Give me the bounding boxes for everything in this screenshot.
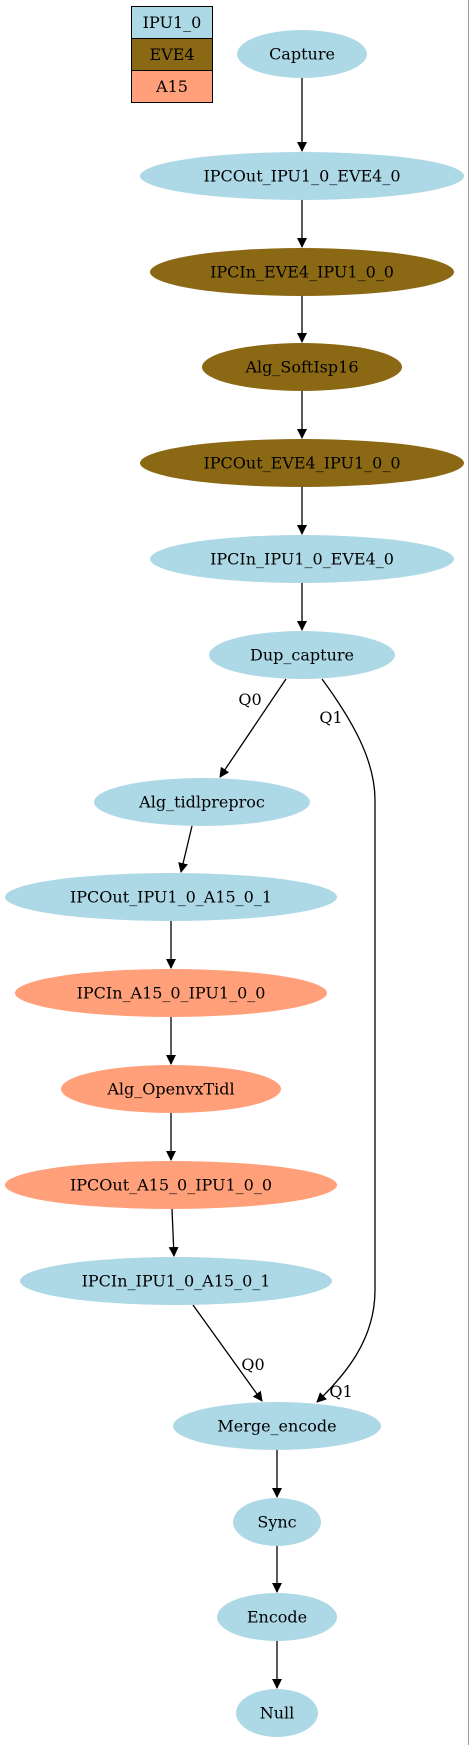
edge-ipcout-a15-ipu-to-ipcin-ipu-a15 — [168, 1208, 179, 1257]
node-label: IPCOut_A15_0_IPU1_0_0 — [70, 1176, 272, 1195]
node-ipcout-ipu-a15: IPCOut_IPU1_0_A15_0_1 — [5, 873, 337, 921]
node-alg-tidlpreproc: Alg_tidlpreproc — [94, 778, 310, 826]
node-label: Encode — [247, 1608, 307, 1627]
node-ipcin-ipu-a15: IPCIn_IPU1_0_A15_0_1 — [20, 1257, 332, 1305]
node-label: Alg_SoftIsp16 — [245, 358, 359, 377]
node-shape — [217, 1593, 337, 1641]
node-shape — [233, 1498, 321, 1546]
node-alg-openvxtidl: Alg_OpenvxTidl — [61, 1065, 281, 1113]
node-alg-softisp: Alg_SoftIsp16 — [202, 343, 402, 391]
node-shape — [209, 631, 395, 679]
node-shape — [15, 969, 327, 1017]
node-capture: Capture — [237, 30, 367, 78]
node-ipcout-a15-ipu: IPCOut_A15_0_IPU1_0_0 — [5, 1161, 337, 1209]
node-sync: Sync — [233, 1498, 321, 1546]
edge-label: Q0 — [241, 1355, 264, 1374]
node-label: Null — [260, 1704, 295, 1723]
node-label: IPCOut_EVE4_IPU1_0_0 — [203, 454, 400, 473]
node-ipcout-eve-ipu: IPCOut_EVE4_IPU1_0_0 — [140, 439, 464, 487]
node-merge-encode: Merge_encode — [173, 1402, 381, 1450]
node-ipcin-ipu-eve: IPCIn_IPU1_0_EVE4_0 — [150, 535, 454, 583]
node-ipcin-eve-ipu: IPCIn_EVE4_IPU1_0_0 — [150, 248, 454, 296]
node-shape — [20, 1257, 332, 1305]
node-shape — [5, 873, 337, 921]
legend-a15: A15 — [131, 70, 213, 103]
node-label: IPCIn_IPU1_0_EVE4_0 — [210, 550, 394, 569]
node-label: Alg_OpenvxTidl — [106, 1080, 234, 1099]
node-null: Null — [236, 1689, 318, 1737]
node-label: Dup_capture — [250, 646, 354, 665]
node-shape — [150, 248, 454, 296]
node-layer: CaptureIPCOut_IPU1_0_EVE4_0IPCIn_EVE4_IP… — [5, 30, 464, 1737]
node-label: IPCIn_EVE4_IPU1_0_0 — [210, 263, 394, 282]
legend-ipu1-0: IPU1_0 — [131, 6, 213, 39]
node-encode: Encode — [217, 1593, 337, 1641]
node-shape — [140, 439, 464, 487]
node-shape — [236, 1689, 318, 1737]
node-label: IPCIn_IPU1_0_A15_0_1 — [82, 1272, 271, 1291]
legend-label-ipu1-0: IPU1_0 — [142, 13, 202, 32]
edge-dup-capture-to-alg-tidlpreproc — [219, 678, 287, 778]
node-label: IPCIn_A15_0_IPU1_0_0 — [77, 984, 266, 1003]
edge-ipcin-ipu-a15-to-merge-encode — [192, 1304, 263, 1402]
node-ipcin-a15-ipu: IPCIn_A15_0_IPU1_0_0 — [15, 969, 327, 1017]
right-border-line — [468, 0, 469, 1745]
edge-label-tail: Q1 — [319, 708, 342, 727]
legend-label-eve4: EVE4 — [149, 45, 195, 64]
edge-label: Q1 — [329, 1382, 352, 1401]
node-label: IPCOut_IPU1_0_EVE4_0 — [203, 167, 400, 186]
legend-label-a15: A15 — [156, 77, 188, 96]
node-label: Capture — [269, 45, 335, 64]
node-shape — [202, 343, 402, 391]
edge-dup-capture-to-merge-encode — [316, 678, 376, 1403]
node-shape — [150, 535, 454, 583]
edge-label: Q0 — [238, 690, 261, 709]
node-shape — [5, 1161, 337, 1209]
node-shape — [237, 30, 367, 78]
node-label: IPCOut_IPU1_0_A15_0_1 — [70, 888, 272, 907]
node-shape — [173, 1402, 381, 1450]
edge-layer — [166, 78, 376, 1689]
node-shape — [140, 152, 464, 200]
node-label: Alg_tidlpreproc — [138, 793, 265, 812]
node-shape — [61, 1065, 281, 1113]
node-label: Sync — [257, 1513, 296, 1532]
node-ipcout-ipu-eve: IPCOut_IPU1_0_EVE4_0 — [140, 152, 464, 200]
node-label: Merge_encode — [217, 1417, 336, 1436]
edge-alg-tidlpreproc-to-ipcout-ipu-a15 — [178, 825, 193, 873]
node-shape — [94, 778, 310, 826]
node-dup-capture: Dup_capture — [209, 631, 395, 679]
